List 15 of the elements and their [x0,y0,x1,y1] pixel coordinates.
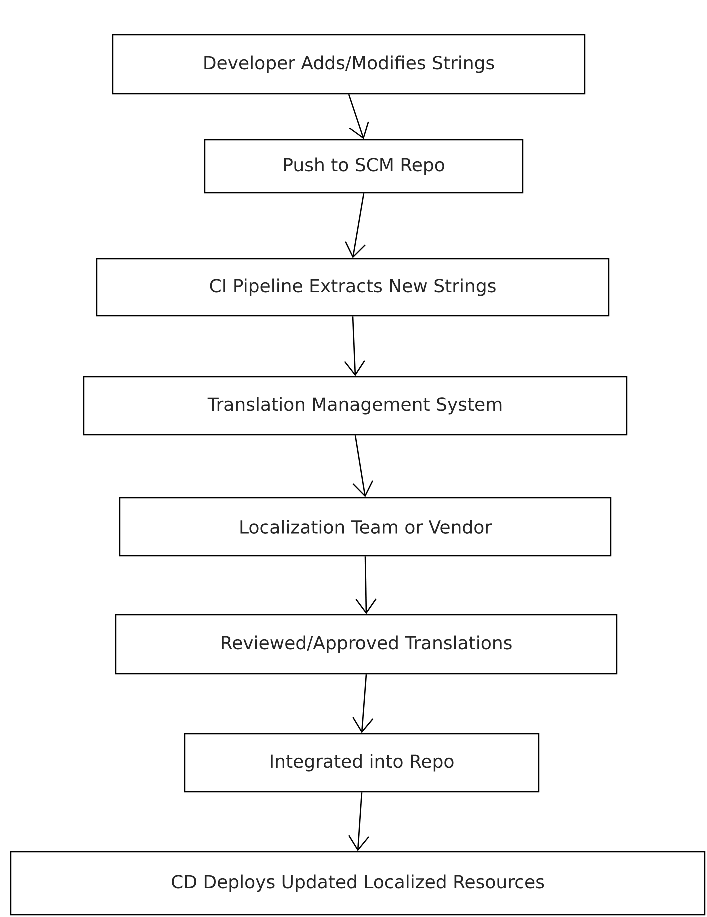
arrow [344,316,366,376]
process-box: Push to SCM Repo [204,139,524,194]
arrow [356,556,377,614]
process-box: CI Pipeline Extracts New Strings [96,258,610,317]
process-box: Reviewed/Approved Translations [115,614,618,675]
process-box: Localization Team or Vendor [119,497,612,557]
arrow [345,194,366,258]
process-box: CD Deploys Updated Localized Resources [10,851,706,916]
arrow [348,792,370,852]
arrow [348,94,370,140]
process-box: Developer Adds/Modifies Strings [112,34,586,95]
process-box: Integrated into Repo [184,733,540,793]
process-box: Translation Management System [83,376,628,436]
arrow [352,674,374,734]
arrow [352,436,374,498]
